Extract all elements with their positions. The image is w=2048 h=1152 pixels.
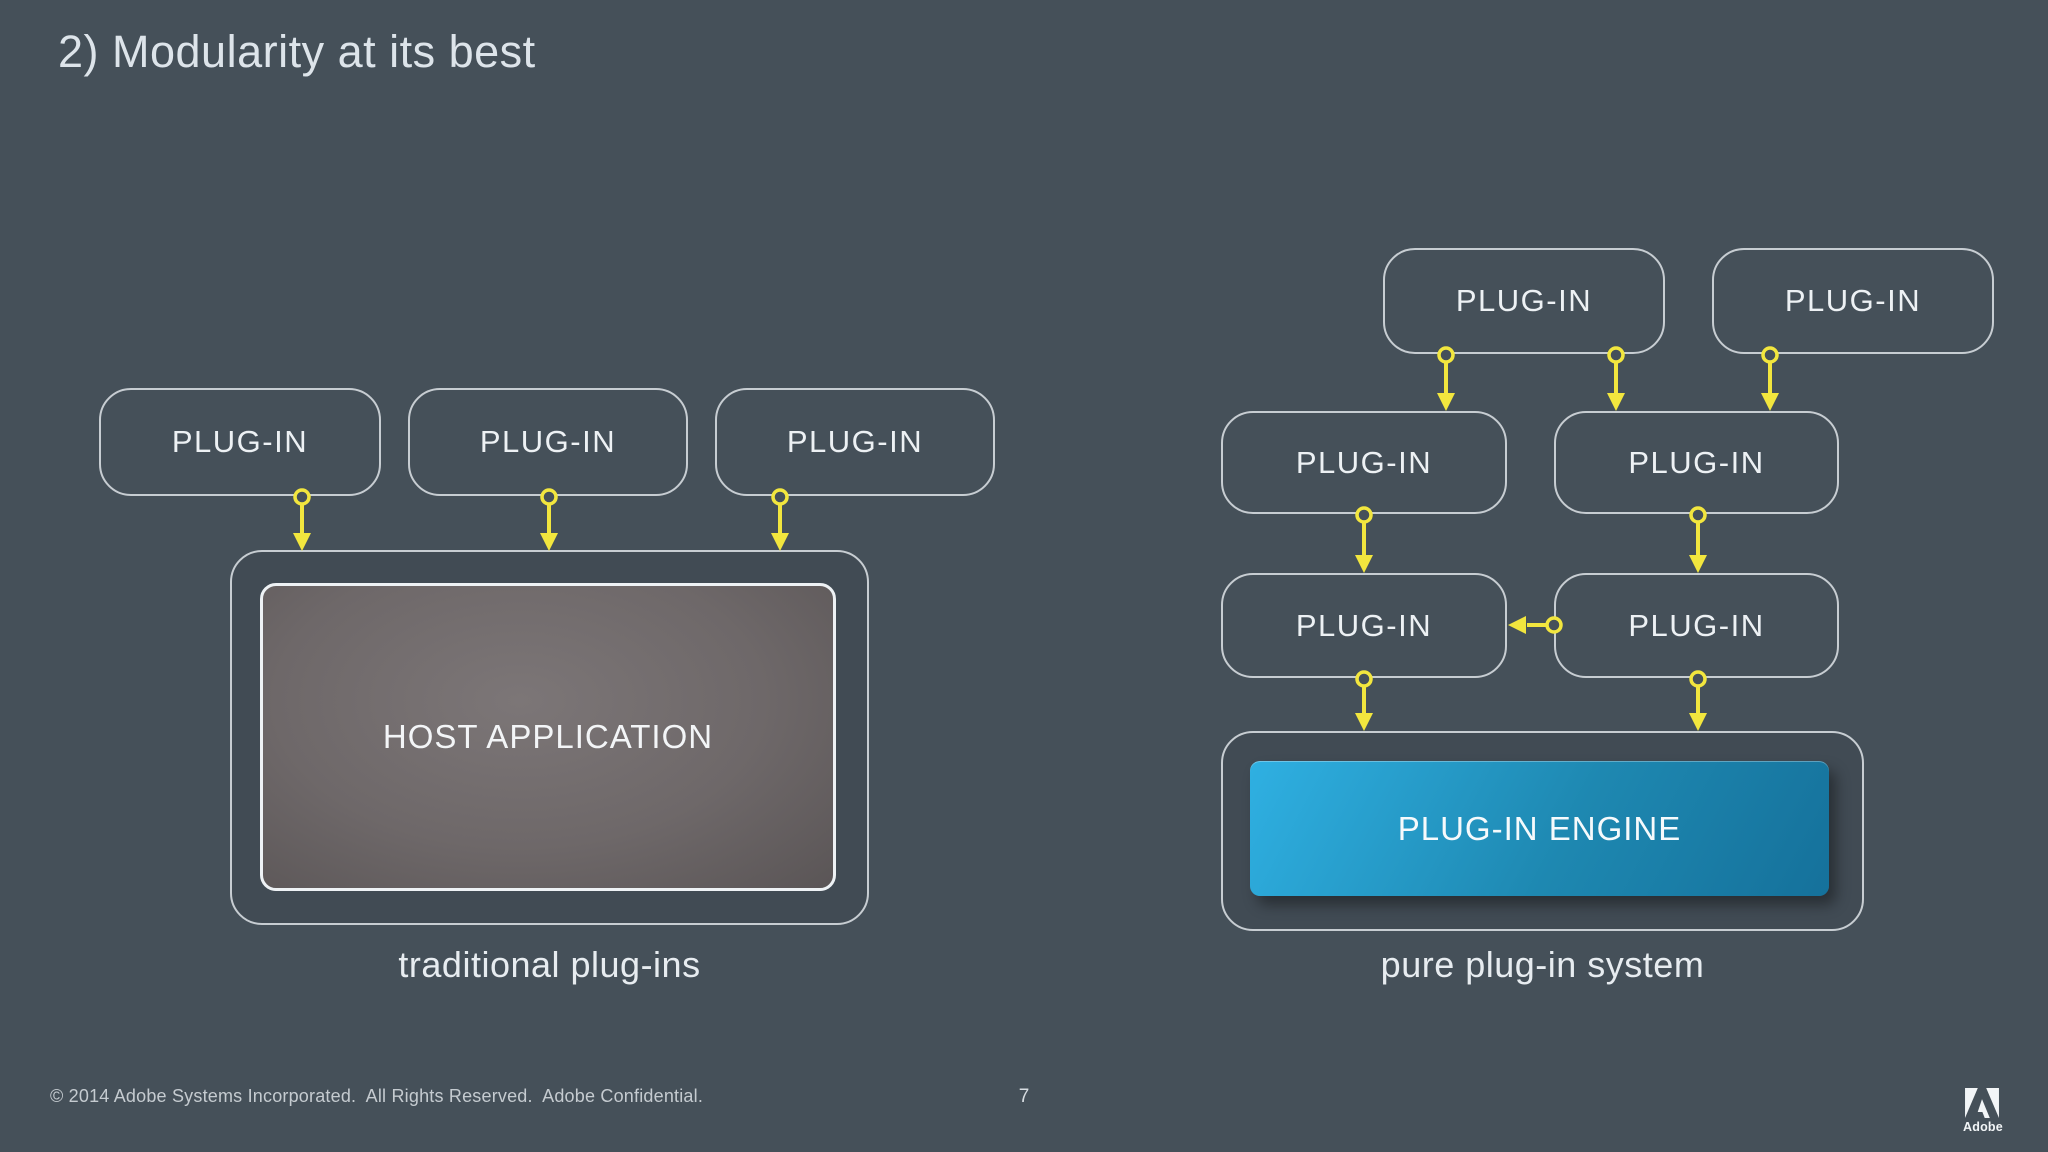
arrow-top1-to-mid2 xyxy=(1607,346,1625,411)
right-top-plugin-box-2: PLUG-IN xyxy=(1712,248,1994,354)
right-diagram-caption: pure plug-in system xyxy=(1380,944,1705,985)
host-application-label: HOST APPLICATION xyxy=(382,718,714,755)
right-bottom-plugin-box-1: PLUG-IN xyxy=(1221,573,1507,678)
copyright-text: © 2014 Adobe Systems Incorporated. All R… xyxy=(50,1086,704,1106)
plugin-engine-box: PLUG-IN ENGINE xyxy=(1250,761,1829,896)
plugin-label: PLUG-IN xyxy=(1628,444,1765,480)
host-container: HOST APPLICATION xyxy=(230,550,869,925)
plugin-label: PLUG-IN xyxy=(1455,283,1593,318)
arrow-left-plugin-1-to-host xyxy=(293,488,311,551)
arrow-mid2-to-bottom2 xyxy=(1689,506,1707,573)
host-application-box: HOST APPLICATION xyxy=(260,583,836,891)
left-plugin-box-2: PLUG-IN xyxy=(408,388,688,496)
arrow-bottom2-to-engine xyxy=(1689,670,1707,731)
arrow-top2-to-mid2 xyxy=(1761,346,1779,411)
plugin-label: PLUG-IN xyxy=(1295,444,1433,480)
plugin-label: PLUG-IN xyxy=(171,424,309,459)
adobe-logo-icon xyxy=(1965,1088,1999,1118)
arrow-mid1-to-bottom1 xyxy=(1355,506,1373,573)
plugin-label: PLUG-IN xyxy=(786,424,924,459)
left-plugin-box-1: PLUG-IN xyxy=(99,388,381,496)
plugin-label: PLUG-IN xyxy=(1295,607,1433,643)
plugin-label: PLUG-IN xyxy=(1784,283,1922,318)
right-middle-plugin-box-2: PLUG-IN xyxy=(1554,411,1839,514)
adobe-logo-label: Adobe xyxy=(1963,1120,2003,1134)
plugin-label: PLUG-IN xyxy=(1628,607,1765,643)
engine-container: PLUG-IN ENGINE xyxy=(1221,731,1864,931)
arrow-top1-to-mid1 xyxy=(1437,346,1455,411)
right-top-plugin-box-1: PLUG-IN xyxy=(1383,248,1665,354)
right-middle-plugin-box-1: PLUG-IN xyxy=(1221,411,1507,514)
left-plugin-box-3: PLUG-IN xyxy=(715,388,995,496)
plugin-engine-label: PLUG-IN ENGINE xyxy=(1397,809,1682,847)
left-diagram-caption: traditional plug-ins xyxy=(398,944,701,985)
arrow-left-plugin-3-to-host xyxy=(771,488,789,551)
slide-title: 2) Modularity at its best xyxy=(58,26,536,77)
arrow-left-plugin-2-to-host xyxy=(540,488,558,551)
page-number: 7 xyxy=(1018,1086,1030,1107)
arrow-bottom1-to-engine xyxy=(1355,670,1373,731)
right-bottom-plugin-box-2: PLUG-IN xyxy=(1554,573,1839,678)
adobe-logo: Adobe xyxy=(1963,1088,2003,1134)
plugin-label: PLUG-IN xyxy=(479,424,617,459)
